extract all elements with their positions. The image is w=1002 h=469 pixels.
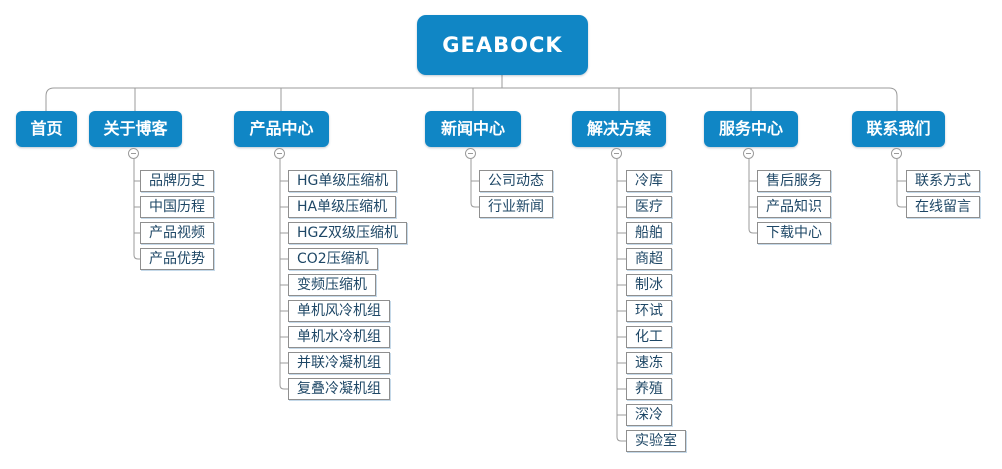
collapse-icon-solutions[interactable]: [611, 148, 622, 159]
collapse-icon-news[interactable]: [465, 148, 476, 159]
tree-child-node[interactable]: 实验室: [626, 430, 686, 452]
tree-child-node[interactable]: 品牌历史: [140, 170, 214, 192]
tree-child-node[interactable]: 单机水冷机组: [288, 326, 390, 348]
tree-child-node[interactable]: 复叠冷凝机组: [288, 378, 390, 400]
tree-child-node[interactable]: 并联冷凝机组: [288, 352, 390, 374]
nav-node-service[interactable]: 服务中心: [704, 111, 798, 147]
news-children-connector: [470, 159, 480, 208]
tree-child-node[interactable]: 行业新闻: [479, 196, 553, 218]
tree-child-node[interactable]: 产品视频: [140, 222, 214, 244]
nav-node-solutions[interactable]: 解决方案: [572, 111, 666, 147]
collapse-icon-products[interactable]: [274, 148, 285, 159]
tree-child-node[interactable]: 商超: [626, 248, 672, 270]
tree-child-node[interactable]: HA单级压缩机: [288, 196, 397, 218]
tree-child-node[interactable]: 船舶: [626, 222, 672, 244]
tree-child-node[interactable]: 深冷: [626, 404, 672, 426]
tree-child-node[interactable]: 公司动态: [479, 170, 553, 192]
tree-child-node[interactable]: 冷库: [626, 170, 672, 192]
tree-child-node[interactable]: 产品优势: [140, 248, 214, 270]
products-children-connector: [279, 159, 289, 390]
tree-child-node[interactable]: 制冰: [626, 274, 672, 296]
tree-child-node[interactable]: 化工: [626, 326, 672, 348]
nav-node-contact[interactable]: 联系我们: [852, 111, 945, 147]
tree-child-node[interactable]: 单机风冷机组: [288, 300, 390, 322]
tree-child-node[interactable]: 养殖: [626, 378, 672, 400]
nav-node-about[interactable]: 关于博客: [89, 111, 182, 147]
solutions-children-connector: [616, 159, 627, 442]
nav-node-home[interactable]: 首页: [16, 111, 77, 147]
tree-child-node[interactable]: 下载中心: [757, 222, 831, 244]
collapse-icon-service[interactable]: [743, 148, 754, 159]
tree-child-node[interactable]: 售后服务: [757, 170, 831, 192]
contact-children-connector: [896, 159, 907, 208]
collapse-icon-contact[interactable]: [891, 148, 902, 159]
root-rail-connector: [45, 75, 898, 111]
service-children-connector: [748, 159, 758, 234]
tree-child-node[interactable]: 速冻: [626, 352, 672, 374]
tree-child-node[interactable]: HG单级压缩机: [288, 170, 398, 192]
collapse-icon-about[interactable]: [128, 148, 139, 159]
nav-node-products[interactable]: 产品中心: [234, 111, 329, 147]
tree-child-node[interactable]: 环试: [626, 300, 672, 322]
tree-child-node[interactable]: 产品知识: [757, 196, 831, 218]
tree-child-node[interactable]: 中国历程: [140, 196, 214, 218]
nav-node-news[interactable]: 新闻中心: [425, 111, 521, 147]
root-node-geabock[interactable]: GEABOCK: [417, 15, 588, 75]
tree-child-node[interactable]: CO2压缩机: [288, 248, 378, 270]
tree-child-node[interactable]: HGZ双级压缩机: [288, 222, 407, 244]
tree-child-node[interactable]: 在线留言: [906, 196, 980, 218]
tree-child-node[interactable]: 变频压缩机: [288, 274, 376, 296]
about-children-connector: [133, 159, 141, 260]
tree-child-node[interactable]: 医疗: [626, 196, 672, 218]
tree-child-node[interactable]: 联系方式: [906, 170, 980, 192]
